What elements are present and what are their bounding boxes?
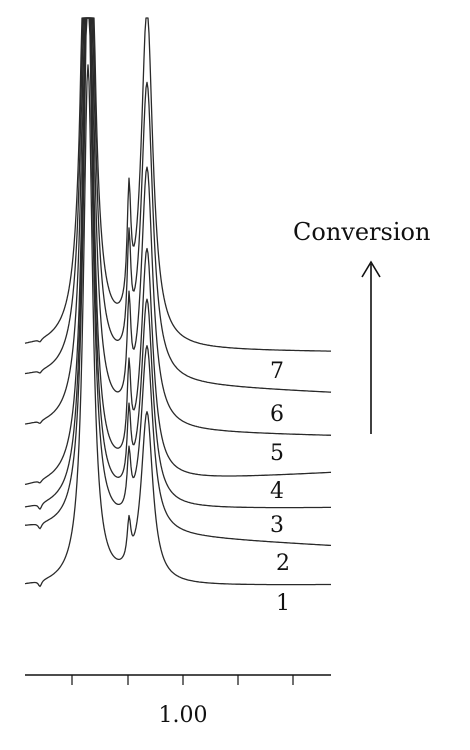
curve-label-2: 2	[276, 551, 290, 576]
curve-label-3: 3	[270, 513, 284, 538]
spectrum-line-3	[24, 17, 331, 510]
spectrum-line-4	[24, 17, 332, 486]
spectra-group	[24, 17, 332, 588]
conversion-label: Conversion	[293, 218, 430, 246]
curve-label-6: 6	[270, 402, 284, 427]
curve-label-7: 7	[270, 359, 284, 384]
x-axis: 1.00	[25, 674, 331, 728]
curve-label-4: 4	[270, 479, 284, 504]
curve-label-5: 5	[270, 441, 284, 466]
spectrum-line-5	[24, 17, 332, 436]
spectrum-line-2	[25, 17, 331, 547]
curve-labels: 7 6 5 4 3 2 1	[270, 359, 290, 616]
x-tick-label-1-00: 1.00	[159, 703, 208, 728]
conversion-arrow-head	[361, 260, 381, 278]
spectrum-line-1	[24, 64, 331, 588]
curve-label-1: 1	[276, 591, 290, 616]
spectrum-line-7	[24, 17, 331, 352]
spectrum-line-6	[24, 17, 332, 393]
